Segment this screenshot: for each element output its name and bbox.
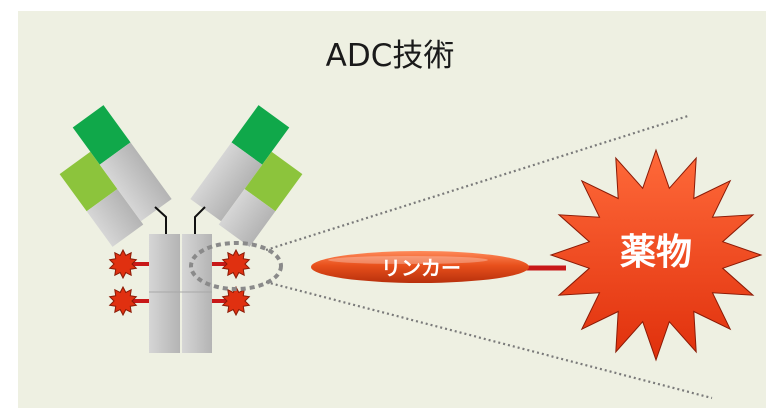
drug-starburst-icon	[549, 148, 763, 362]
payload-starburst-icon	[108, 285, 138, 317]
diagram-title: ADC技術	[325, 38, 455, 74]
highlight-ellipse	[189, 241, 283, 291]
payload-starburst-icon	[108, 248, 138, 280]
linker: リンカー	[311, 251, 566, 283]
linker-capsule	[311, 251, 529, 283]
antibody-stem-right	[182, 234, 212, 353]
hinge-left	[154, 206, 167, 234]
antibody	[59, 105, 303, 353]
payloads	[108, 248, 251, 317]
zoom-line-bottom	[265, 280, 713, 400]
payload-starburst-icon	[221, 248, 251, 280]
drug: 薬物	[549, 148, 763, 362]
antibody-stem-left	[149, 234, 180, 353]
drug-label: 薬物	[620, 232, 692, 273]
linker-label: リンカー	[381, 256, 461, 280]
zoom-line-top	[265, 114, 689, 252]
payload-starburst-icon	[221, 285, 251, 317]
antibody-left-arm	[59, 105, 172, 247]
hinge-right	[194, 206, 206, 234]
antibody-right-arm	[190, 105, 303, 247]
